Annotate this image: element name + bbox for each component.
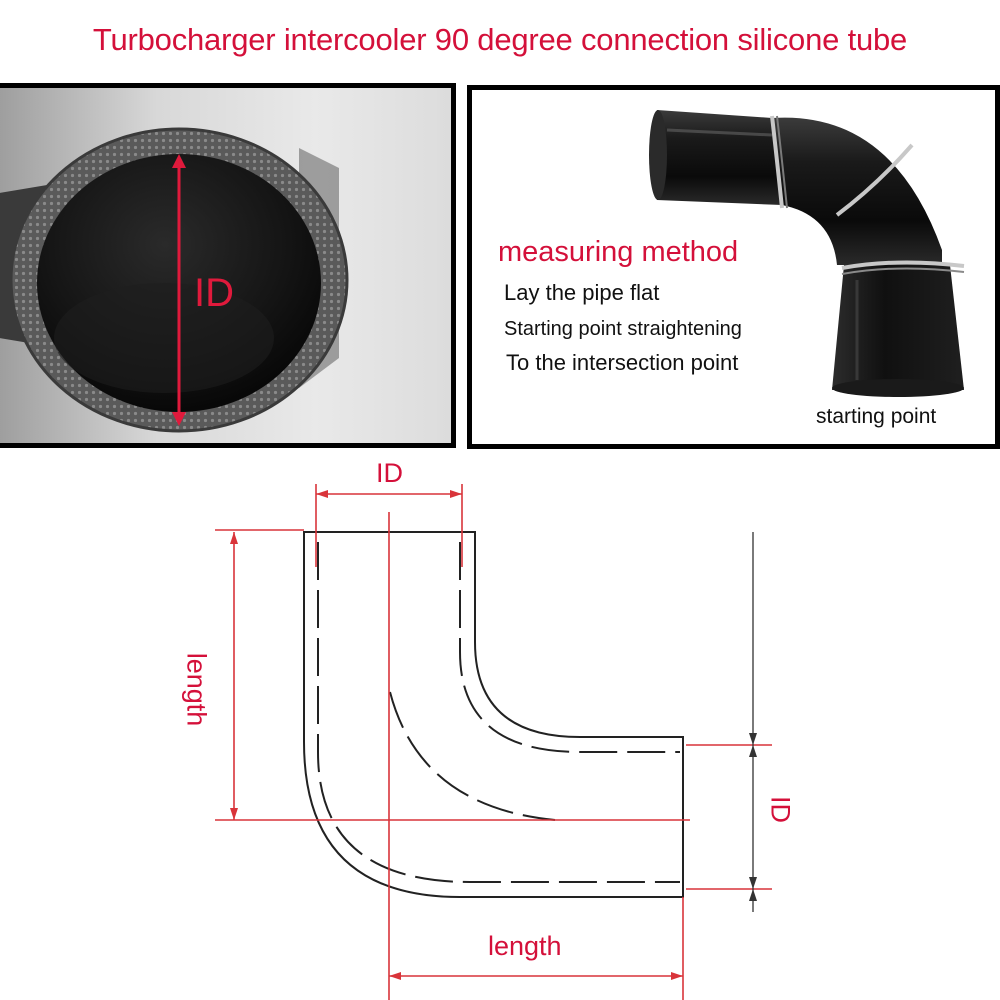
tube-cross-section-photo: ID <box>0 83 456 448</box>
tube-end-illustration <box>0 127 349 433</box>
measuring-method-panel: measuring method Lay the pipe flat Start… <box>467 85 1000 449</box>
step-intersection: To the intersection point <box>506 350 739 375</box>
top-id-label: ID <box>376 458 403 488</box>
id-label: ID <box>194 271 234 315</box>
measuring-method-title: measuring method <box>498 236 739 268</box>
elbow-tube-illustration <box>649 110 965 397</box>
starting-point-label: starting point <box>816 405 937 428</box>
left-length-label: length <box>181 652 212 727</box>
elbow-dimension-drawing: ID length ID length <box>0 452 1000 1000</box>
step-straighten: Starting point straightening <box>504 318 742 340</box>
bottom-length-label: length <box>488 931 562 961</box>
elbow-line-drawing <box>215 484 772 1000</box>
page-title: Turbocharger intercooler 90 degree conne… <box>92 22 908 57</box>
step-lay-flat: Lay the pipe flat <box>504 280 660 305</box>
right-id-label: ID <box>765 796 796 823</box>
